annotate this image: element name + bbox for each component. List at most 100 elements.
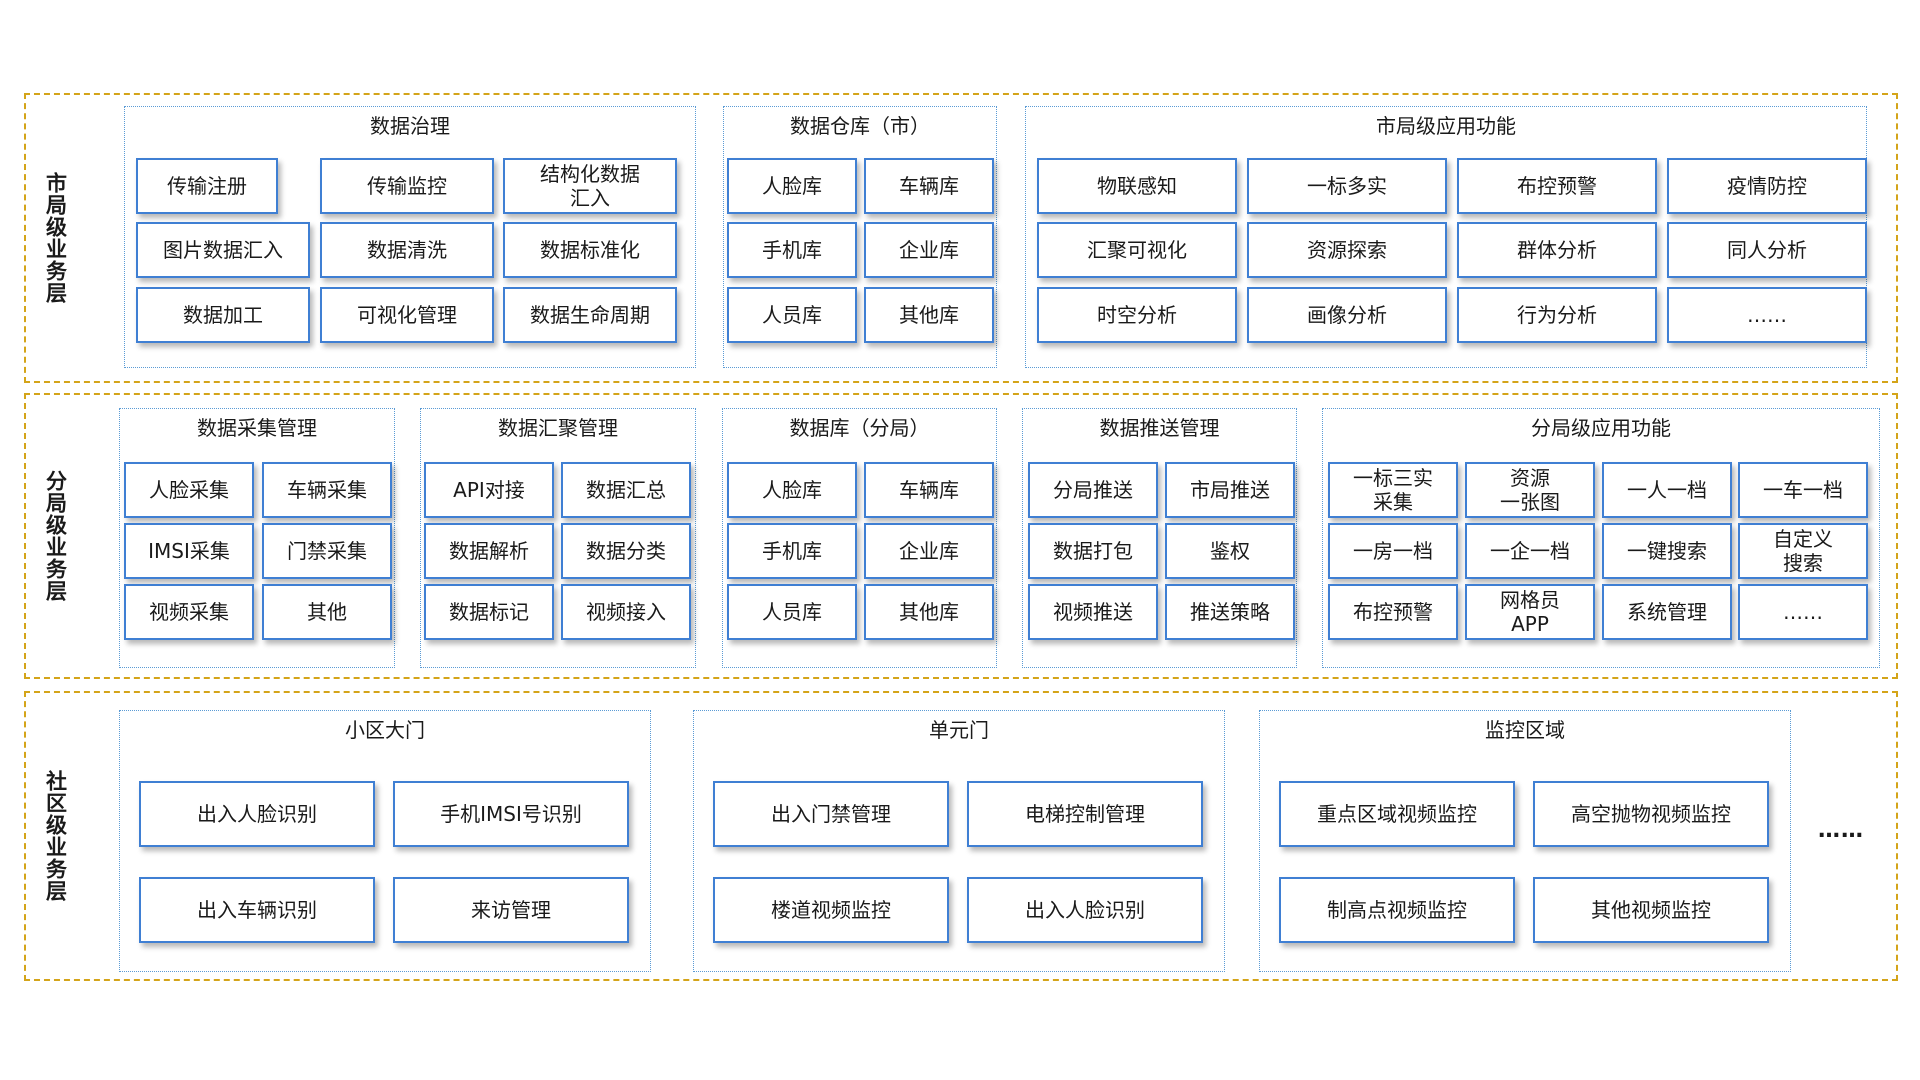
node-box: 数据清洗 bbox=[320, 222, 494, 278]
node-box: 出入门禁管理 bbox=[713, 781, 949, 847]
more-ellipsis: …… bbox=[1818, 818, 1864, 843]
node-box: 企业库 bbox=[864, 523, 994, 579]
node-box: 行为分析 bbox=[1457, 287, 1657, 343]
node-box: 数据标记 bbox=[424, 584, 554, 640]
node-box: 重点区域视频监控 bbox=[1279, 781, 1515, 847]
node-box: 系统管理 bbox=[1602, 584, 1732, 640]
node-box: 布控预警 bbox=[1328, 584, 1458, 640]
group-title: 市局级应用功能 bbox=[1376, 114, 1516, 138]
node-box: 手机IMSI号识别 bbox=[393, 781, 629, 847]
node-box: 一房一档 bbox=[1328, 523, 1458, 579]
node-box: 一企一档 bbox=[1465, 523, 1595, 579]
node-box: 结构化数据 汇入 bbox=[503, 158, 677, 214]
group-data-aggregation: 数据汇聚管理 bbox=[420, 408, 696, 668]
node-box: 时空分析 bbox=[1037, 287, 1237, 343]
group-data-warehouse-city: 数据仓库（市） bbox=[723, 106, 997, 368]
node-box: 视频接入 bbox=[561, 584, 691, 640]
node-box: 分局推送 bbox=[1028, 462, 1158, 518]
node-box: 资源 一张图 bbox=[1465, 462, 1595, 518]
node-box: 车辆库 bbox=[864, 462, 994, 518]
node-box: 车辆采集 bbox=[262, 462, 392, 518]
node-box: 制高点视频监控 bbox=[1279, 877, 1515, 943]
node-box: 数据解析 bbox=[424, 523, 554, 579]
node-box: IMSI采集 bbox=[124, 523, 254, 579]
node-box: 车辆库 bbox=[864, 158, 994, 214]
node-box: 视频推送 bbox=[1028, 584, 1158, 640]
node-box: 出入人脸识别 bbox=[139, 781, 375, 847]
node-box: 布控预警 bbox=[1457, 158, 1657, 214]
node-box: 其他库 bbox=[864, 287, 994, 343]
node-box: 数据分类 bbox=[561, 523, 691, 579]
node-box: 来访管理 bbox=[393, 877, 629, 943]
layer-label-city: 市局级业务层 bbox=[43, 172, 68, 304]
node-box: 网格员 APP bbox=[1465, 584, 1595, 640]
node-box: 手机库 bbox=[727, 222, 857, 278]
group-title: 数据仓库（市） bbox=[790, 114, 930, 138]
layer-label-community: 社区级业务层 bbox=[43, 770, 68, 902]
node-box: 鉴权 bbox=[1165, 523, 1295, 579]
node-box: 其他库 bbox=[864, 584, 994, 640]
node-box: 电梯控制管理 bbox=[967, 781, 1203, 847]
node-box: 其他 bbox=[262, 584, 392, 640]
node-box: 出入车辆识别 bbox=[139, 877, 375, 943]
group-title: 分局级应用功能 bbox=[1531, 416, 1671, 440]
node-box: 人脸库 bbox=[727, 158, 857, 214]
group-branch-apps: 分局级应用功能 bbox=[1322, 408, 1880, 668]
node-box: …… bbox=[1738, 584, 1868, 640]
node-box: 视频采集 bbox=[124, 584, 254, 640]
node-box: 手机库 bbox=[727, 523, 857, 579]
node-box: 推送策略 bbox=[1165, 584, 1295, 640]
group-database-branch: 数据库（分局） bbox=[722, 408, 997, 668]
node-box: 画像分析 bbox=[1247, 287, 1447, 343]
node-box: 市局推送 bbox=[1165, 462, 1295, 518]
group-title: 数据汇聚管理 bbox=[498, 416, 618, 440]
group-data-collection: 数据采集管理 bbox=[119, 408, 395, 668]
node-box: 人脸采集 bbox=[124, 462, 254, 518]
node-box: 传输监控 bbox=[320, 158, 494, 214]
node-box: 数据生命周期 bbox=[503, 287, 677, 343]
node-box: 资源探索 bbox=[1247, 222, 1447, 278]
group-community-gate: 小区大门 bbox=[119, 710, 651, 972]
node-box: 数据汇总 bbox=[561, 462, 691, 518]
group-title: 单元门 bbox=[929, 718, 989, 742]
group-title: 数据采集管理 bbox=[197, 416, 317, 440]
node-box: 企业库 bbox=[864, 222, 994, 278]
node-box: 高空抛物视频监控 bbox=[1533, 781, 1769, 847]
node-box: 数据打包 bbox=[1028, 523, 1158, 579]
node-box: 可视化管理 bbox=[320, 287, 494, 343]
node-box: 一车一档 bbox=[1738, 462, 1868, 518]
node-box: 物联感知 bbox=[1037, 158, 1237, 214]
node-box: 一键搜索 bbox=[1602, 523, 1732, 579]
group-title: 数据库（分局） bbox=[789, 416, 930, 440]
node-box: 同人分析 bbox=[1667, 222, 1867, 278]
node-box: 人员库 bbox=[727, 287, 857, 343]
layer-label-branch: 分局级业务层 bbox=[43, 470, 68, 602]
node-box: 一标多实 bbox=[1247, 158, 1447, 214]
city-level-layer: 市局级业务层 bbox=[24, 93, 1898, 383]
group-title: 监控区域 bbox=[1485, 718, 1565, 742]
node-box: 疫情防控 bbox=[1667, 158, 1867, 214]
node-box: 自定义 搜索 bbox=[1738, 523, 1868, 579]
node-box: 数据加工 bbox=[136, 287, 310, 343]
node-box: 楼道视频监控 bbox=[713, 877, 949, 943]
group-title: 数据治理 bbox=[370, 114, 450, 138]
group-title: 数据推送管理 bbox=[1099, 416, 1220, 440]
node-box: …… bbox=[1667, 287, 1867, 343]
node-box: 群体分析 bbox=[1457, 222, 1657, 278]
group-data-governance: 数据治理 bbox=[124, 106, 696, 368]
node-box: 一人一档 bbox=[1602, 462, 1732, 518]
node-box: 数据标准化 bbox=[503, 222, 677, 278]
group-unit-door: 单元门 bbox=[693, 710, 1225, 972]
node-box: 传输注册 bbox=[136, 158, 278, 214]
community-level-layer: 社区级业务层 bbox=[24, 691, 1898, 981]
node-box: 出入人脸识别 bbox=[967, 877, 1203, 943]
group-data-push: 数据推送管理 bbox=[1022, 408, 1297, 668]
node-box: 门禁采集 bbox=[262, 523, 392, 579]
node-box: 汇聚可视化 bbox=[1037, 222, 1237, 278]
node-box: 一标三实 采集 bbox=[1328, 462, 1458, 518]
node-box: API对接 bbox=[424, 462, 554, 518]
node-box: 人员库 bbox=[727, 584, 857, 640]
group-title: 小区大门 bbox=[345, 718, 425, 742]
node-box: 人脸库 bbox=[727, 462, 857, 518]
node-box: 其他视频监控 bbox=[1533, 877, 1769, 943]
